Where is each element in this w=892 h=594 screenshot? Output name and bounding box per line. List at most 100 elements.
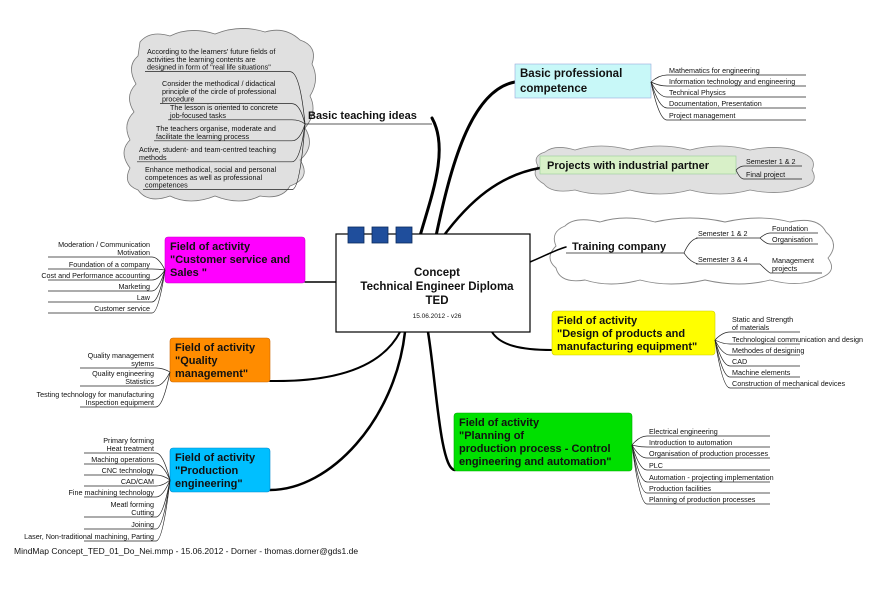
- training-leaf[interactable]: Organisation: [770, 235, 818, 245]
- design-leaf-item[interactable]: CAD: [714, 339, 800, 367]
- branch-quality: [269, 331, 401, 383]
- planning-title3: production process - Control: [459, 443, 611, 455]
- basic-teaching-item[interactable]: Consider the methodical / didacticalprin…: [160, 79, 306, 125]
- planning-leaf-connector: [631, 444, 648, 505]
- basic-prof-leaf-item[interactable]: Mathematics for engineering: [650, 66, 806, 83]
- production-leaf-text: Heat treatment: [106, 444, 154, 453]
- basic-teaching-item[interactable]: The lesson is oriented to concretejob-fo…: [168, 103, 306, 125]
- quality-title1: Field of activity: [175, 342, 256, 354]
- training-node[interactable]: Training company: [566, 241, 684, 254]
- training-leaf-text: Foundation: [772, 224, 808, 233]
- projects-leaf-text: Semester 1 & 2: [746, 157, 796, 166]
- basic-teaching-connector: [291, 123, 306, 190]
- blue-square-2: [371, 226, 389, 244]
- quality-node[interactable]: Field of activity "Quality management": [169, 337, 271, 383]
- production-leaf-connector: [155, 479, 171, 542]
- basic-prof-leaf-item[interactable]: Technical Physics: [650, 81, 806, 98]
- design-leaf-item[interactable]: Technological communication and design: [714, 335, 863, 345]
- branch-production: [268, 330, 407, 492]
- center-line3: TED: [426, 295, 449, 307]
- planning-leaf-text: Planning of production processes: [649, 495, 756, 504]
- design-node[interactable]: Field of activity "Design of products an…: [551, 310, 716, 356]
- basic-teaching-text: principle of the circle of professional: [162, 87, 277, 96]
- branch-training: [529, 246, 567, 263]
- production-title1: Field of activity: [175, 452, 256, 464]
- production-leaf-text: Maching operations: [91, 455, 154, 464]
- projects-node[interactable]: Projects with industrial partner: [539, 155, 737, 175]
- customer-node[interactable]: Field of activity "Customer service and …: [164, 236, 306, 284]
- quality-leaf-text: Inspection equipment: [86, 398, 154, 407]
- basic-prof-leaf-connector: [650, 74, 668, 83]
- planning-leaf-item[interactable]: PLC: [631, 444, 770, 471]
- production-leaf-item[interactable]: Fine machining technology: [68, 479, 171, 498]
- planning-leaf-item[interactable]: Introduction to automation: [631, 438, 770, 448]
- customer-leaf-item[interactable]: Customer service: [48, 269, 166, 314]
- production-leaf-text: CAD/CAM: [121, 477, 154, 486]
- basic-teaching-text: Enhance methodical, social and personal: [145, 165, 276, 174]
- basic-teaching-item[interactable]: Active, student- and team-centred teachi…: [137, 123, 306, 163]
- production-leaf-text: Fine machining technology: [68, 488, 154, 497]
- production-leaf-text: Meatl forming: [110, 500, 154, 509]
- planning-leaf-item[interactable]: Electrical engineering: [631, 427, 770, 446]
- customer-leaf-item[interactable]: Cost and Performance accounting: [41, 269, 166, 281]
- basic-teaching-item[interactable]: The teachers organise, moderate andfacil…: [154, 123, 306, 142]
- basic-prof-leaf-item[interactable]: Information technology and engineering: [650, 77, 806, 87]
- customer-leaf-item[interactable]: Marketing: [48, 269, 166, 292]
- production-node[interactable]: Field of activity "Production engineerin…: [169, 447, 271, 493]
- planning-node[interactable]: Field of activity "Planning of productio…: [453, 412, 633, 472]
- center-node[interactable]: Concept Technical Engineer Diploma TED 1…: [335, 226, 531, 333]
- basic-teaching-connector: [291, 123, 306, 163]
- basic-teaching-item[interactable]: According to the learners' future fields…: [145, 47, 306, 125]
- training-leaf[interactable]: Semester 3 & 4: [696, 255, 760, 265]
- basic-prof-node[interactable]: Basic professional competence: [514, 63, 652, 99]
- blue-square-3: [395, 226, 413, 244]
- design-leaf-item[interactable]: Methodes of designing: [714, 339, 804, 356]
- training-connector: [683, 237, 699, 254]
- customer-leaf-text: Foundation of a company: [69, 260, 151, 269]
- planning-title2: "Planning of: [459, 430, 524, 442]
- basic-prof-leaf-text: Mathematics for engineering: [669, 66, 760, 75]
- quality-leaf-item[interactable]: Testing technology for manufacturingInsp…: [37, 371, 171, 408]
- basic-prof-leaf-item[interactable]: Project management: [650, 81, 806, 121]
- production-leaf-item[interactable]: CNC technology: [84, 466, 171, 481]
- projects-leaf-item[interactable]: Semester 1 & 2: [735, 157, 802, 171]
- center-line2: Technical Engineer Diploma: [360, 281, 514, 293]
- basic-teaching-node[interactable]: Basic teaching ideas: [305, 110, 432, 125]
- design-title3: manufacturing equipment": [557, 341, 697, 353]
- production-leaf-item[interactable]: Maching operations: [84, 455, 171, 481]
- customer-leaf-text: Motivation: [117, 248, 150, 257]
- projects-leaf-item[interactable]: Final project: [735, 169, 802, 180]
- basic-teaching-connector: [289, 71, 306, 125]
- production-leaf-item[interactable]: CAD/CAM: [84, 477, 171, 487]
- quality-leaf-text: Testing technology for manufacturing: [37, 390, 154, 399]
- production-leaf-item[interactable]: Laser, Non-traditional machining, Partin…: [24, 479, 171, 542]
- planning-leaf-connector: [631, 444, 648, 448]
- planning-leaf-item[interactable]: Planning of production processes: [631, 444, 770, 505]
- design-leaf-text: Technological communication and design: [732, 335, 863, 344]
- training-connector: [759, 232, 771, 239]
- basic-prof-leaf-item[interactable]: Documentation, Presentation: [650, 81, 806, 109]
- planning-leaf-item[interactable]: Organisation of production processes: [631, 444, 770, 459]
- training-leaf[interactable]: Foundation: [770, 224, 818, 234]
- center-date: 15.06.2012 - v26: [413, 313, 462, 320]
- basic-teaching-item[interactable]: Enhance methodical, social and personalc…: [143, 123, 306, 190]
- design-leaf-text: Machine elements: [732, 368, 791, 377]
- training-leaf[interactable]: Semester 1 & 2: [696, 229, 760, 239]
- planning-leaf-connector: [631, 444, 648, 459]
- branch-projects: [440, 166, 542, 240]
- training-leaf-text: Semester 1 & 2: [698, 229, 748, 238]
- design-leaf-text: CAD: [732, 357, 747, 366]
- training-connector: [683, 252, 699, 265]
- customer-leaf-item[interactable]: Foundation of a company: [48, 260, 166, 271]
- basic-teaching-text: facilitate the learning process: [156, 132, 249, 141]
- basic-teaching-text: According to the learners' future fields…: [147, 47, 275, 56]
- design-leaf-item[interactable]: Construction of mechanical devices: [714, 339, 845, 389]
- footer-text: MindMap Concept_TED_01_Do_Nei.mmp - 15.0…: [14, 546, 359, 556]
